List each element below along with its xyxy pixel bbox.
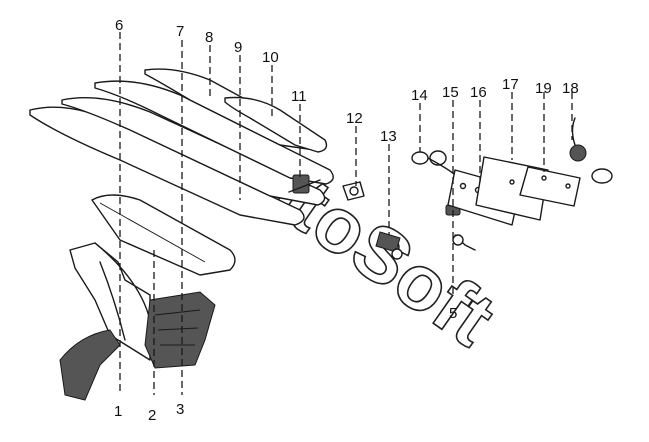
callout-10: 10 [262, 49, 279, 66]
callout-6: 6 [115, 17, 123, 34]
callout-14: 14 [411, 87, 428, 104]
callout-2: 2 [148, 407, 156, 424]
callout-15: 15 [442, 84, 459, 101]
callout-3: 3 [176, 401, 184, 418]
callout-11: 11 [291, 88, 307, 105]
leader-lines [119, 32, 573, 395]
bulb-holder [375, 231, 403, 260]
callout-9: 9 [234, 39, 242, 56]
callout-5: 5 [449, 305, 457, 322]
callout-12: 12 [346, 110, 363, 127]
callout-17: 17 [502, 76, 519, 93]
callout-labels: 1 2 3 4 5 6 7 8 9 10 11 12 13 14 15 16 1… [114, 17, 579, 424]
callout-8: 8 [205, 29, 213, 46]
callout-16: 16 [470, 84, 487, 101]
callout-18: 18 [562, 80, 579, 97]
callout-13: 13 [380, 128, 397, 145]
bulb-and-cap [569, 117, 613, 184]
callout-19: 19 [535, 80, 552, 97]
clip-part [342, 181, 365, 201]
callout-1: 1 [114, 403, 122, 420]
inner-bracket-panel [144, 291, 216, 369]
trunk-lid-seal [91, 194, 236, 276]
latch-mechanism [288, 174, 321, 194]
boot-lid-skins [29, 68, 334, 226]
lamp-gasket [519, 166, 581, 207]
fender-wheel-arch [59, 242, 151, 401]
callout-7: 7 [176, 23, 184, 40]
